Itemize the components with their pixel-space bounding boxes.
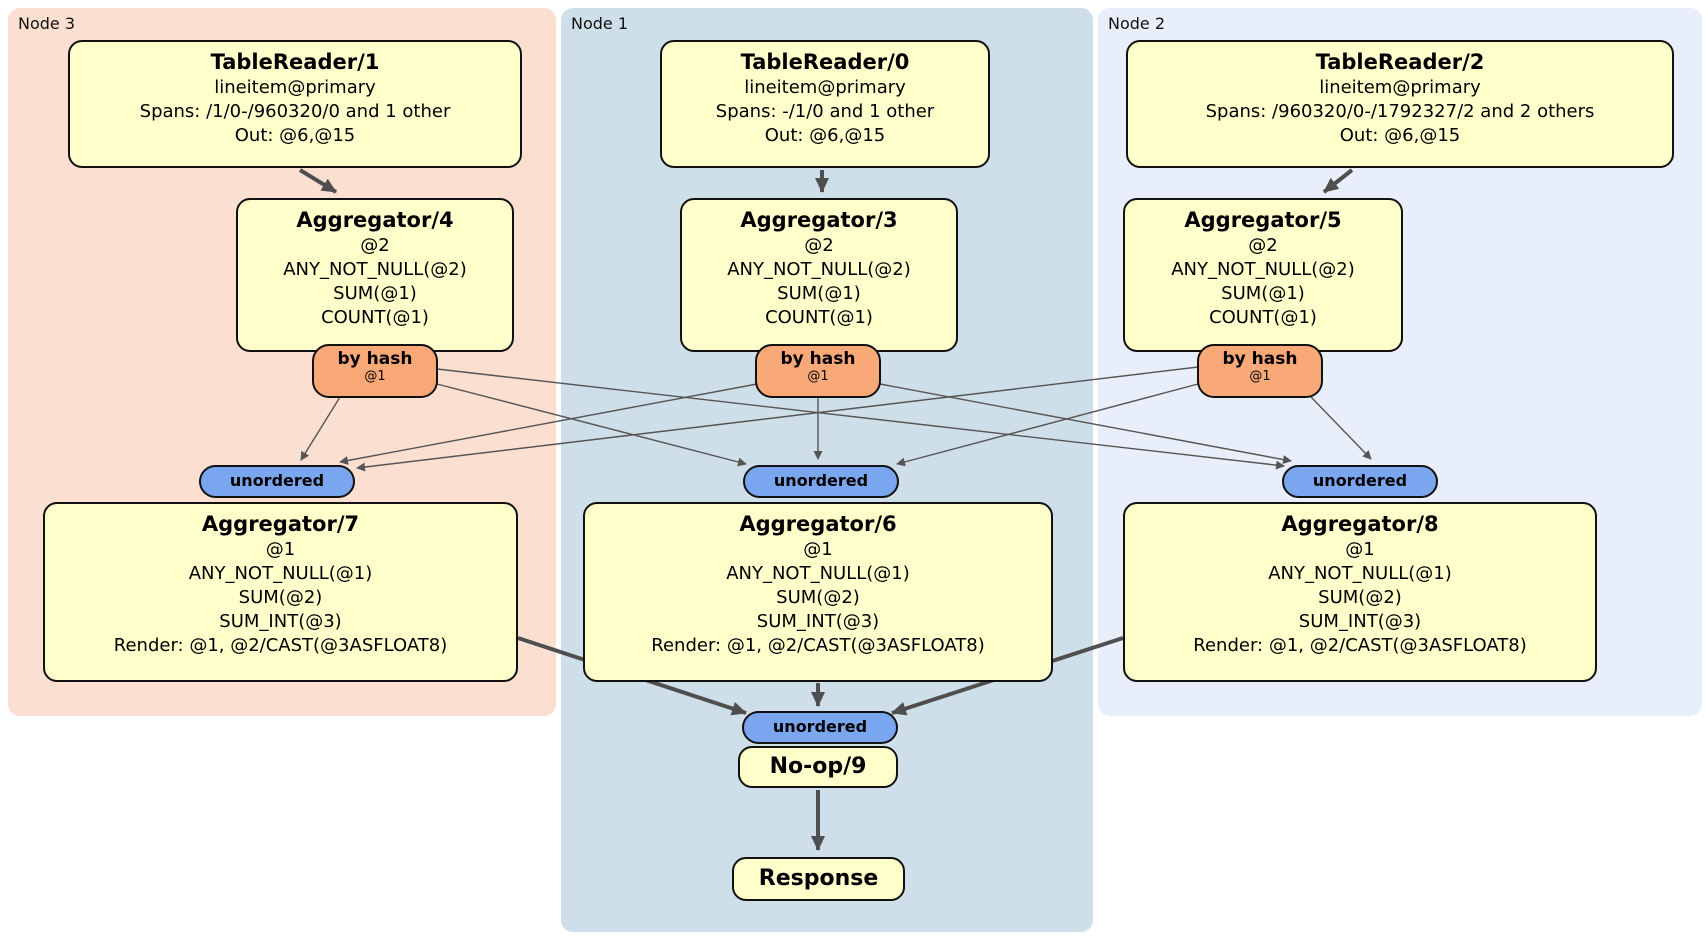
edge-tr2-agg5 xyxy=(1322,168,1354,194)
by-hash-router-center: by hash @1 xyxy=(755,344,881,398)
panel-node-1-label: Node 1 xyxy=(571,14,629,33)
node-line: lineitem@primary xyxy=(214,77,376,99)
edge-router4-sync8 xyxy=(436,368,1285,470)
node-line: Out: @6,@15 xyxy=(764,125,886,147)
node-line: Render: @1, @2/CAST(@3ASFLOAT8) xyxy=(113,635,448,657)
node-line: ANY_NOT_NULL(@1) xyxy=(726,563,910,585)
edge-tr1-agg4 xyxy=(298,168,338,194)
edge-router4-sync7 xyxy=(300,396,341,461)
node-line: SUM(@2) xyxy=(238,587,323,609)
node-line: lineitem@primary xyxy=(744,77,906,99)
node-line: Render: @1, @2/CAST(@3ASFLOAT8) xyxy=(1193,635,1527,657)
edge-router5-sync8 xyxy=(1310,396,1372,460)
node-line: SUM(@1) xyxy=(777,283,861,305)
node-line: SUM_INT(@3) xyxy=(756,611,880,633)
noop-box: No-op/9 xyxy=(738,746,898,788)
node-line: Render: @1, @2/CAST(@3ASFLOAT8) xyxy=(651,635,985,657)
aggregator-5-box: Aggregator/5 @2 ANY_NOT_NULL(@2) SUM(@1)… xyxy=(1123,198,1403,352)
node-line: ANY_NOT_NULL(@2) xyxy=(1171,259,1355,281)
router-column: @1 xyxy=(807,369,829,385)
node-title: Aggregator/4 xyxy=(296,208,454,232)
aggregator-7-box: Aggregator/7 @1 ANY_NOT_NULL(@1) SUM(@2)… xyxy=(43,502,518,682)
node-line: Spans: /1/0-/960320/0 and 1 other xyxy=(139,101,451,123)
node-title: TableReader/1 xyxy=(210,50,380,74)
aggregator-4-box: Aggregator/4 @2 ANY_NOT_NULL(@2) SUM(@1)… xyxy=(236,198,514,352)
router-column: @1 xyxy=(364,369,386,385)
node-line: Out: @6,@15 xyxy=(234,125,356,147)
router-column: @1 xyxy=(1249,369,1271,385)
panel-node-3-label: Node 3 xyxy=(18,14,76,33)
aggregator-3-box: Aggregator/3 @2 ANY_NOT_NULL(@2) SUM(@1)… xyxy=(680,198,958,352)
aggregator-8-box: Aggregator/8 @1 ANY_NOT_NULL(@1) SUM(@2)… xyxy=(1123,502,1597,682)
response-box: Response xyxy=(732,857,905,901)
node-line: @1 xyxy=(265,539,296,561)
node-line: COUNT(@1) xyxy=(765,307,873,329)
edge-router5-sync6 xyxy=(896,383,1199,467)
by-hash-router-right: by hash @1 xyxy=(1197,344,1323,398)
node-line: ANY_NOT_NULL(@1) xyxy=(1268,563,1452,585)
node-line: COUNT(@1) xyxy=(1209,307,1317,329)
node-title: Aggregator/8 xyxy=(1281,512,1439,536)
edge-router3-sync7 xyxy=(339,383,758,465)
unordered-sync-center: unordered xyxy=(743,465,899,498)
node-line: SUM(@2) xyxy=(776,587,860,609)
node-line: @2 xyxy=(804,235,834,257)
edge-router4-sync6 xyxy=(436,383,747,467)
unordered-sync-left: unordered xyxy=(199,465,355,498)
node-line: @1 xyxy=(1345,539,1375,561)
node-title: Aggregator/3 xyxy=(740,208,898,232)
router-label: by hash xyxy=(780,349,856,369)
unordered-sync-final: unordered xyxy=(742,711,898,744)
router-label: by hash xyxy=(1222,349,1298,369)
by-hash-router-left: by hash @1 xyxy=(312,344,438,398)
node-line: Out: @6,@15 xyxy=(1339,125,1461,147)
node-line: Spans: -/1/0 and 1 other xyxy=(715,101,935,123)
node-title: TableReader/0 xyxy=(740,50,910,74)
node-line: @2 xyxy=(1248,235,1278,257)
node-line: SUM_INT(@3) xyxy=(1298,611,1422,633)
node-line: lineitem@primary xyxy=(1319,77,1481,99)
node-line: ANY_NOT_NULL(@1) xyxy=(188,563,373,585)
node-title: Aggregator/5 xyxy=(1184,208,1342,232)
unordered-sync-right: unordered xyxy=(1282,465,1438,498)
node-line: @1 xyxy=(803,539,833,561)
node-title: TableReader/2 xyxy=(1315,50,1485,74)
node-line: @2 xyxy=(360,235,390,257)
edge-router5-sync7 xyxy=(356,366,1199,472)
node-title: Aggregator/7 xyxy=(201,512,360,536)
node-line: SUM(@1) xyxy=(333,283,417,305)
node-line: Spans: /960320/0-/1792327/2 and 2 others xyxy=(1205,101,1595,123)
node-title: Aggregator/6 xyxy=(739,512,897,536)
node-line: SUM(@2) xyxy=(1318,587,1402,609)
node-line: COUNT(@1) xyxy=(321,307,429,329)
node-line: ANY_NOT_NULL(@2) xyxy=(727,259,911,281)
tablereader-2-box: TableReader/2 lineitem@primary Spans: /9… xyxy=(1126,40,1674,168)
node-line: SUM(@1) xyxy=(1221,283,1305,305)
node-line: SUM_INT(@3) xyxy=(219,611,342,633)
aggregator-6-box: Aggregator/6 @1 ANY_NOT_NULL(@1) SUM(@2)… xyxy=(583,502,1053,682)
tablereader-1-box: TableReader/1 lineitem@primary Spans: /1… xyxy=(68,40,522,168)
node-title: Response xyxy=(758,865,879,891)
node-title: No-op/9 xyxy=(769,753,867,779)
node-line: ANY_NOT_NULL(@2) xyxy=(283,259,467,281)
tablereader-0-box: TableReader/0 lineitem@primary Spans: -/… xyxy=(660,40,990,168)
router-label: by hash xyxy=(337,349,413,369)
panel-node-2-label: Node 2 xyxy=(1108,14,1166,33)
